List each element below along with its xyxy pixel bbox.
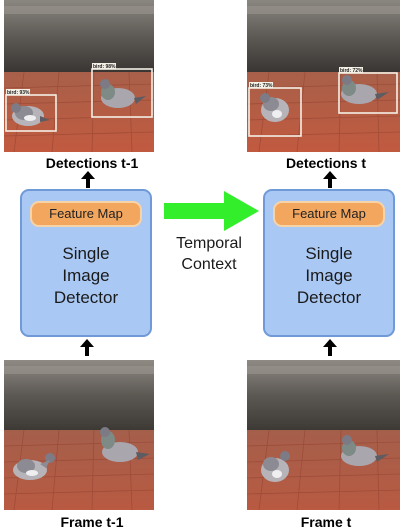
right-arrow-icon	[164, 191, 259, 231]
detection-label: bird: 73%	[250, 83, 273, 89]
detector-label-line: Single	[305, 244, 353, 263]
up-arrow-icon	[323, 339, 337, 356]
up-arrow-icon	[80, 339, 94, 356]
frame-curr-image	[247, 360, 400, 510]
detector-label-line: Detector	[296, 288, 362, 307]
up-arrow-icon	[81, 171, 95, 188]
caption-detections-curr: Detections t	[285, 155, 367, 171]
caption-detections-prev: Detections t-1	[45, 155, 139, 171]
detector-label-line: Single	[62, 244, 110, 263]
detector-label-line: Image	[305, 266, 353, 285]
feature-map-prev: Feature Map	[30, 201, 142, 227]
detector-label-curr: Single Image Detector	[265, 243, 393, 309]
detection-label: bird: 72%	[340, 68, 363, 74]
frame-prev-image	[4, 360, 154, 510]
temporal-context-line: Context	[181, 256, 237, 273]
detection-label: bird: 98%	[93, 64, 116, 70]
pigeon-icon	[11, 103, 50, 126]
caption-frame-prev: Frame t-1	[60, 514, 124, 530]
detector-label-line: Detector	[53, 288, 119, 307]
feature-map-curr: Feature Map	[273, 201, 385, 227]
detector-label-prev: Single Image Detector	[22, 243, 150, 309]
caption-frame-curr: Frame t	[300, 514, 352, 530]
detections-prev-image: bird: 93% bird: 98%	[4, 0, 154, 152]
temporal-context-label: Temporal Context	[158, 233, 260, 275]
temporal-context-line: Temporal	[176, 235, 242, 252]
single-image-detector-prev: Feature Map Single Image Detector	[20, 189, 152, 337]
detector-label-line: Image	[62, 266, 110, 285]
up-arrow-icon	[323, 171, 337, 188]
single-image-detector-curr: Feature Map Single Image Detector	[263, 189, 395, 337]
detections-curr-image: bird: 73% bird: 72%	[247, 0, 400, 152]
detection-label: bird: 93%	[7, 90, 30, 96]
